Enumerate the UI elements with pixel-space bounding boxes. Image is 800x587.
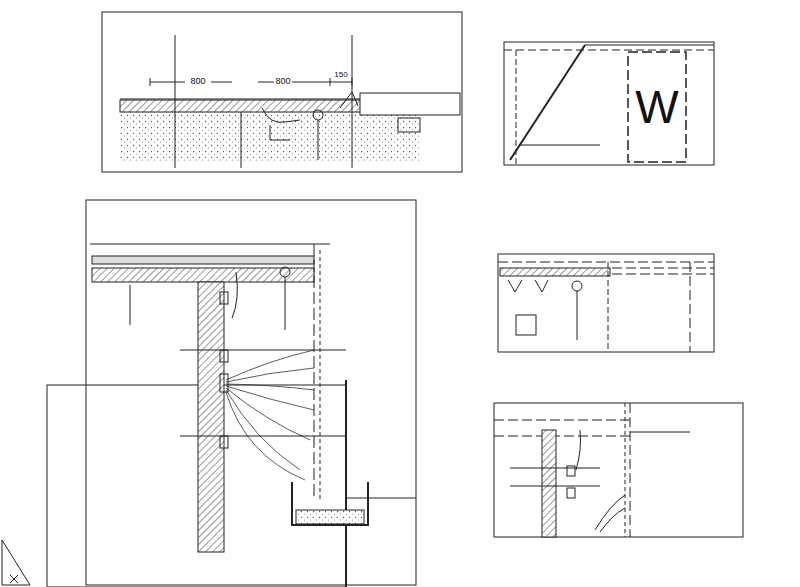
panel-frame xyxy=(102,12,462,172)
mark-letter: W xyxy=(634,84,679,130)
dimension-text: 150 xyxy=(333,71,348,79)
dimension-text: 800 xyxy=(189,77,206,86)
dimension-text: 800 xyxy=(274,77,291,86)
